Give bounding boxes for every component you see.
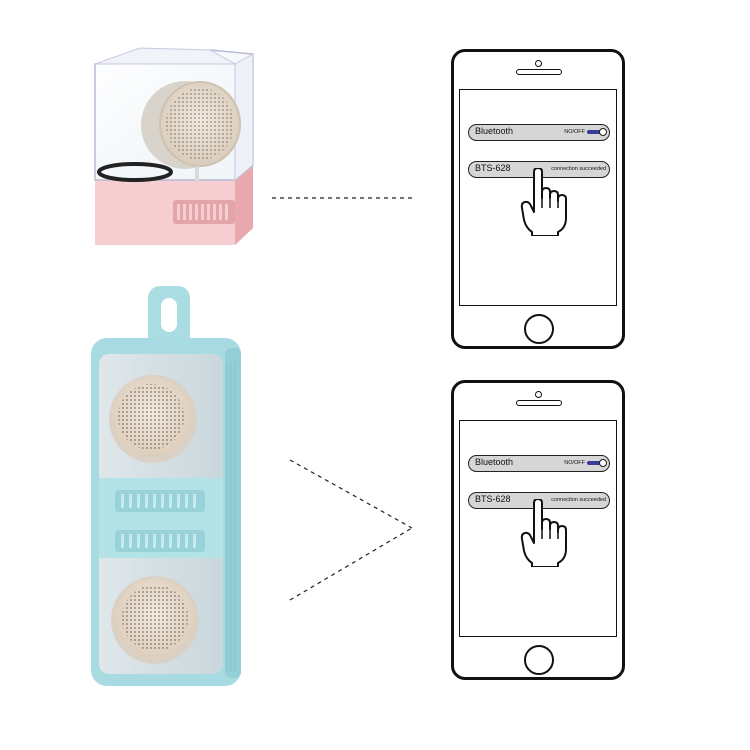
bluetooth-label: Bluetooth <box>475 457 514 467</box>
connector-bottom-upper <box>289 459 413 529</box>
toggle-label: NO/OFF <box>564 460 585 466</box>
connector-bottom-lower <box>289 527 413 601</box>
toggle-label: NO/OFF <box>564 129 585 135</box>
bluetooth-row[interactable]: Bluetooth NO/OFF <box>468 124 610 141</box>
camera-icon <box>535 60 542 67</box>
pointing-hand-icon <box>520 168 567 236</box>
earpiece <box>516 69 562 75</box>
camera-icon <box>535 391 542 398</box>
phone-bottom: Bluetooth NO/OFF BTS-628 connection succ… <box>451 380 625 680</box>
pointing-hand-icon <box>520 499 567 567</box>
bluetooth-row[interactable]: Bluetooth NO/OFF <box>468 455 610 472</box>
device-name: BTS-628 <box>475 163 511 173</box>
device-name: BTS-628 <box>475 494 511 504</box>
bluetooth-toggle[interactable] <box>587 128 607 136</box>
pink-cube-speaker <box>94 47 254 245</box>
phone-screen: Bluetooth NO/OFF BTS-628 connection succ… <box>459 420 617 637</box>
connection-status: connection succeeded <box>551 166 606 172</box>
home-button[interactable] <box>524 645 554 675</box>
phone-screen: Bluetooth NO/OFF BTS-628 connection succ… <box>459 89 617 306</box>
connection-status: connection succeeded <box>551 497 606 503</box>
earpiece <box>516 400 562 406</box>
home-button[interactable] <box>524 314 554 344</box>
bluetooth-toggle[interactable] <box>587 459 607 467</box>
bluetooth-label: Bluetooth <box>475 126 514 136</box>
phone-top: Bluetooth NO/OFF BTS-628 connection succ… <box>451 49 625 349</box>
blue-twin-speaker <box>91 286 241 686</box>
